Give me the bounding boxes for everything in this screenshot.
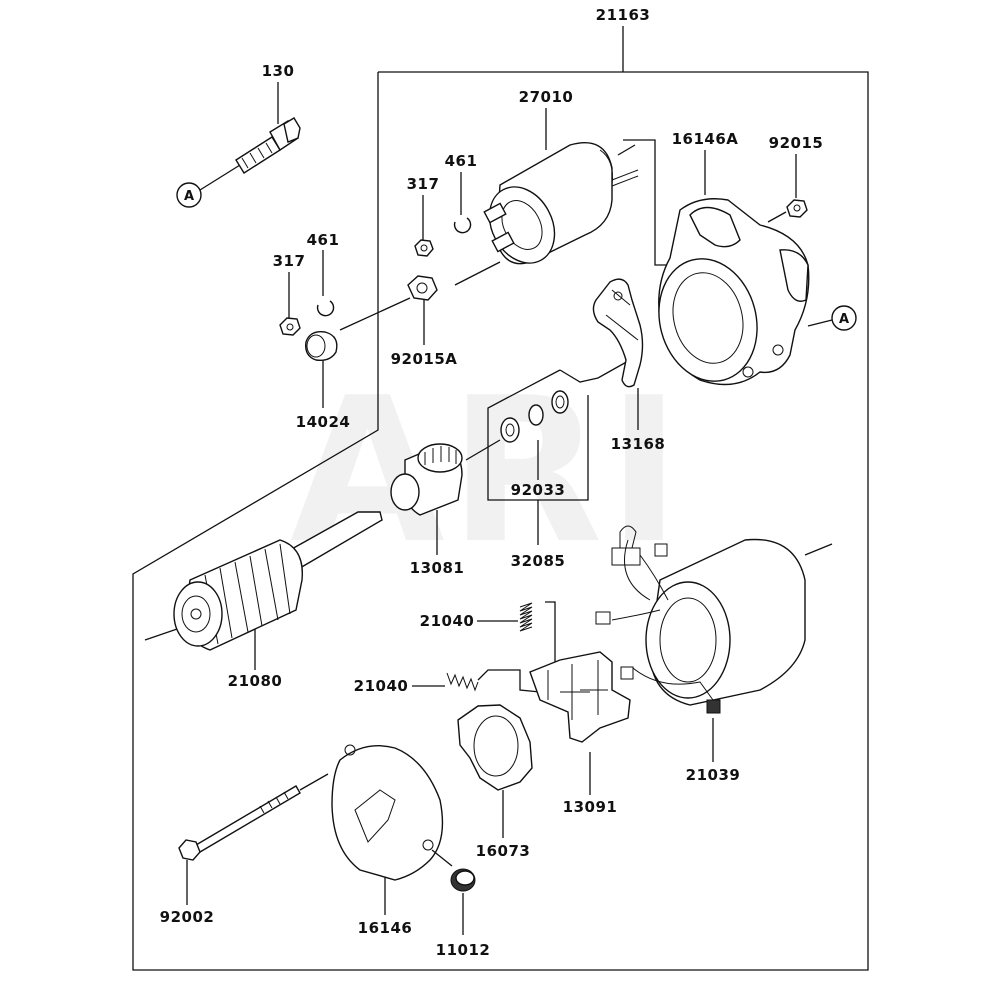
assembly-boundary [132, 26, 869, 971]
washer-461-lower[interactable] [316, 250, 335, 317]
cover-16146[interactable] [331, 744, 444, 915]
nut-92015[interactable] [767, 154, 808, 223]
label-92015: 92015 [769, 134, 824, 152]
label-317-lower: 317 [273, 252, 306, 270]
label-32085: 32085 [511, 552, 566, 570]
label-317-upper: 317 [407, 175, 440, 193]
label-21080: 21080 [228, 672, 283, 690]
kit-32085-bracket [487, 369, 589, 545]
part-labels: 21163 130 27010 16146A 92015 461 317 461… [160, 6, 824, 959]
solenoid-27010[interactable] [454, 108, 639, 286]
label-16146: 16146 [358, 919, 413, 937]
svg-text:A: A [184, 189, 194, 204]
label-92033: 92033 [511, 481, 566, 499]
label-21163: 21163 [596, 6, 651, 24]
bushing-11012[interactable] [431, 849, 476, 935]
brush-holder-13091[interactable] [529, 651, 631, 795]
label-27010: 27010 [519, 88, 574, 106]
cap-14024[interactable] [305, 331, 338, 408]
label-92002: 92002 [160, 908, 215, 926]
label-14024: 14024 [296, 413, 351, 431]
nut-317-lower[interactable] [279, 272, 301, 336]
label-16073: 16073 [476, 842, 531, 860]
label-461-upper: 461 [445, 152, 478, 170]
nut-317-upper[interactable] [414, 195, 434, 257]
spring-21040-upper[interactable] [477, 601, 556, 665]
washer-461-upper[interactable] [453, 172, 472, 234]
svg-text:A: A [839, 312, 849, 327]
label-461-lower: 461 [307, 231, 340, 249]
ref-marker-a-left: A [176, 182, 202, 208]
label-130: 130 [262, 62, 295, 80]
label-13168: 13168 [611, 435, 666, 453]
label-21039: 21039 [686, 766, 741, 784]
label-11012: 11012 [436, 941, 491, 959]
housing-16146a[interactable] [623, 139, 833, 392]
label-13091: 13091 [563, 798, 618, 816]
watermark-text: ARI [290, 355, 685, 588]
bolt-130[interactable] [199, 82, 301, 191]
nut-92015a[interactable] [339, 275, 438, 345]
yoke-21039[interactable] [595, 525, 833, 762]
label-21040-lower: 21040 [354, 677, 409, 695]
ref-marker-a-right: A [831, 305, 857, 331]
clutch-13081[interactable] [390, 439, 501, 555]
plate-16073[interactable] [457, 704, 533, 838]
bolt-92002[interactable] [178, 773, 329, 905]
armature-21080[interactable] [144, 511, 383, 670]
label-21040-upper: 21040 [420, 612, 475, 630]
label-16146a: 16146A [672, 130, 739, 148]
lever-13168[interactable] [559, 278, 644, 430]
ring-92033[interactable] [500, 390, 569, 480]
spring-21040-lower[interactable] [412, 669, 541, 693]
label-13081: 13081 [410, 559, 465, 577]
label-92015a: 92015A [391, 350, 458, 368]
